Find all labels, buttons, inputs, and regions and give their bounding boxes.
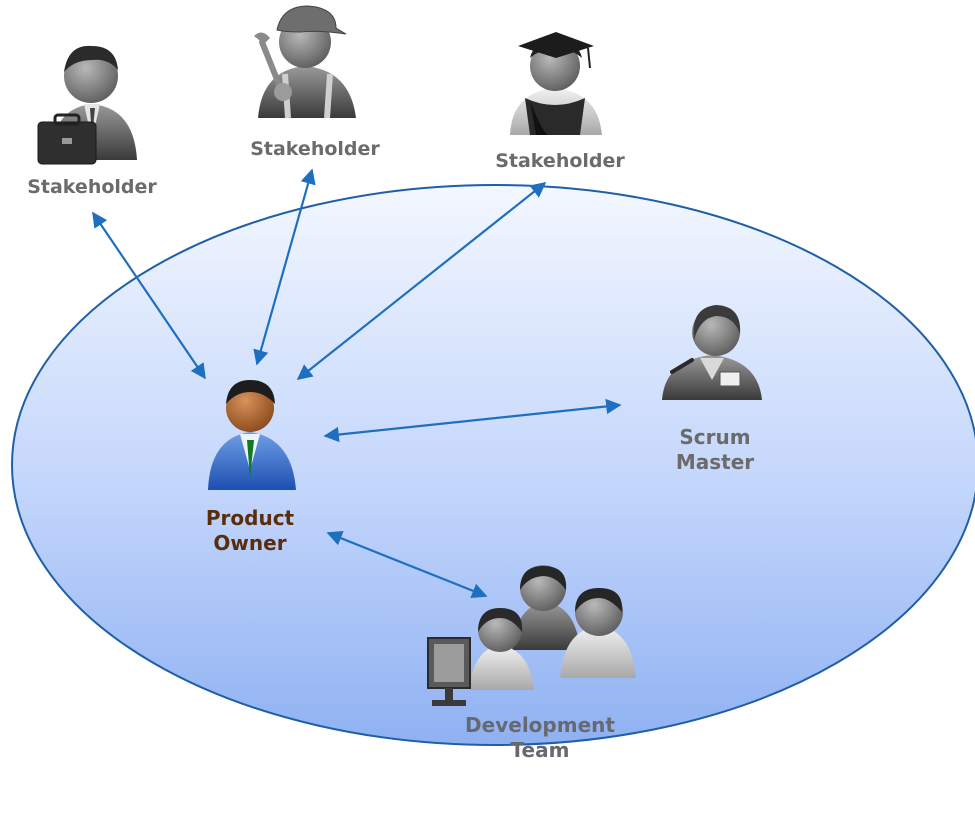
development-team-label-line2: Team <box>510 738 570 762</box>
development-team-icon <box>427 565 636 706</box>
product-owner-icon <box>208 380 296 490</box>
development-team-label-line1: Development <box>465 713 615 737</box>
scrum-master-icon <box>662 305 762 400</box>
graduate-person-icon <box>510 32 602 135</box>
arrow-po-stakeholder-left <box>92 211 206 380</box>
briefcase-person-icon <box>37 45 137 165</box>
product-owner-label-line2: Owner <box>213 531 287 555</box>
product-owner-label: Product Owner <box>190 506 310 556</box>
arrow-po-stakeholder-right <box>296 182 547 380</box>
stakeholder-left-label: Stakeholder <box>27 176 157 198</box>
scrum-master-label-line2: Master <box>675 450 755 474</box>
arrow-po-scrum-master <box>323 398 622 443</box>
stakeholder-right-label: Stakeholder <box>495 150 625 172</box>
development-team-label: Development Team <box>440 713 640 763</box>
stakeholder-middle-label: Stakeholder <box>250 138 380 160</box>
scrum-master-label-line1: Scrum <box>679 425 751 449</box>
scrum-master-label: Scrum Master <box>655 425 775 475</box>
relationship-arrows <box>92 168 622 599</box>
product-owner-label-line1: Product <box>205 506 295 530</box>
arrow-po-dev-team <box>326 530 488 599</box>
mechanic-person-icon <box>254 5 356 119</box>
